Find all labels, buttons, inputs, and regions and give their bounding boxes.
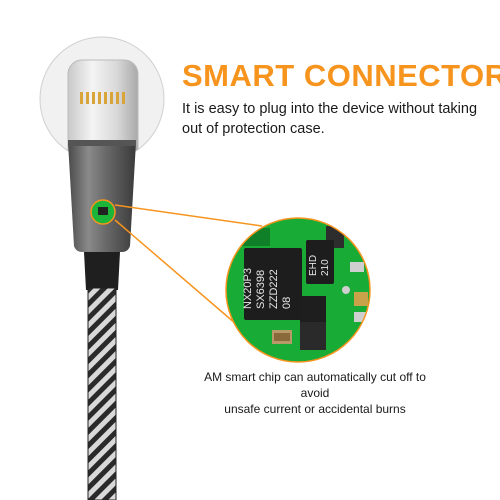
caption-line-2: unsafe current or accidental burns: [224, 402, 406, 416]
caption-line-1: AM smart chip can automatically cut off …: [204, 370, 426, 400]
zoom-line-top: [114, 204, 263, 227]
connector-housing: [68, 142, 136, 252]
gold-contacts: [80, 92, 125, 104]
braided-cable: [88, 288, 116, 500]
zoom-line-bottom: [114, 219, 251, 337]
pcb-zoom-circle: [225, 217, 371, 363]
caption: AM smart chip can automatically cut off …: [195, 369, 435, 417]
page-title: SMART CONNECTOR: [182, 58, 500, 93]
main-chip-marking: [263, 249, 281, 329]
description-text: It is easy to plug into the device witho…: [182, 101, 478, 137]
